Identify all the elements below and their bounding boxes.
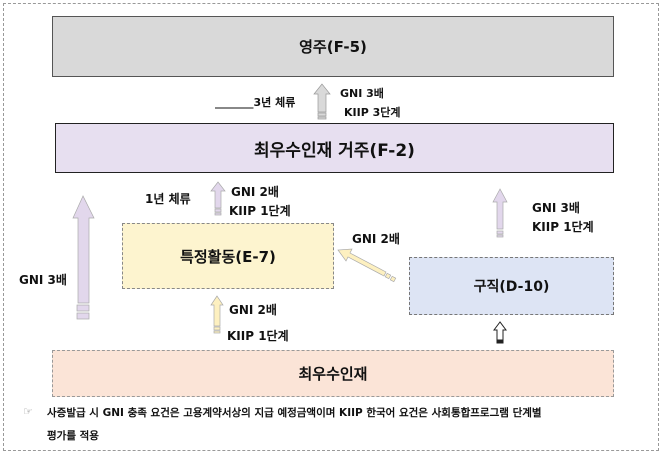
arrow-talent-to-e7 bbox=[210, 295, 224, 334]
pointing-hand-icon: ☞ bbox=[23, 405, 33, 418]
label-d10-f2-kiip: KIIP 1단계 bbox=[532, 220, 594, 234]
note-line-2: 평가를 적용 bbox=[47, 430, 99, 442]
arrow-d10-to-f2 bbox=[492, 188, 508, 238]
label-e7-kiip: KIIP 1단계 bbox=[229, 204, 291, 218]
label-f5-gni: GNI 3배 bbox=[340, 87, 384, 100]
box-d10-jobseek: 구직(D-10) bbox=[409, 257, 614, 315]
label-talent-e7-gni: GNI 2배 bbox=[229, 303, 277, 317]
label-d10-e7-gni: GNI 2배 bbox=[352, 232, 400, 246]
label-e7-gni: GNI 2배 bbox=[231, 185, 279, 199]
arrow-d10-to-e7 bbox=[337, 248, 397, 283]
arrow-talent-to-f2 bbox=[72, 195, 95, 320]
arrow-f2-to-f5 bbox=[313, 83, 331, 120]
outer-frame bbox=[3, 3, 659, 451]
label-e7-stay: 1년 체류 bbox=[145, 192, 191, 206]
label-talent-e7-kiip: KIIP 1단계 bbox=[227, 329, 289, 343]
arrow-e7-to-f2 bbox=[210, 181, 226, 216]
label-f5-kiip: KIIP 3단계 bbox=[344, 106, 401, 119]
box-top-talent: 최우수인재 bbox=[52, 350, 614, 397]
label-talent-f2-gni: GNI 3배 bbox=[19, 273, 67, 287]
box-f5-permanent: 영주(F-5) bbox=[52, 16, 614, 77]
label-f5-stay: _______3년 체류 bbox=[215, 96, 296, 109]
arrow-talent-to-d10 bbox=[493, 321, 507, 344]
label-d10-f2-gni: GNI 3배 bbox=[532, 201, 580, 215]
note-line-1: 사증발급 시 GNI 충족 요건은 고용계약서상의 지급 예정금액이며 KIIP… bbox=[47, 407, 542, 419]
box-e7-special: 특정활동(E-7) bbox=[122, 223, 334, 289]
box-f2-residence: 최우수인재 거주(F-2) bbox=[55, 123, 614, 173]
